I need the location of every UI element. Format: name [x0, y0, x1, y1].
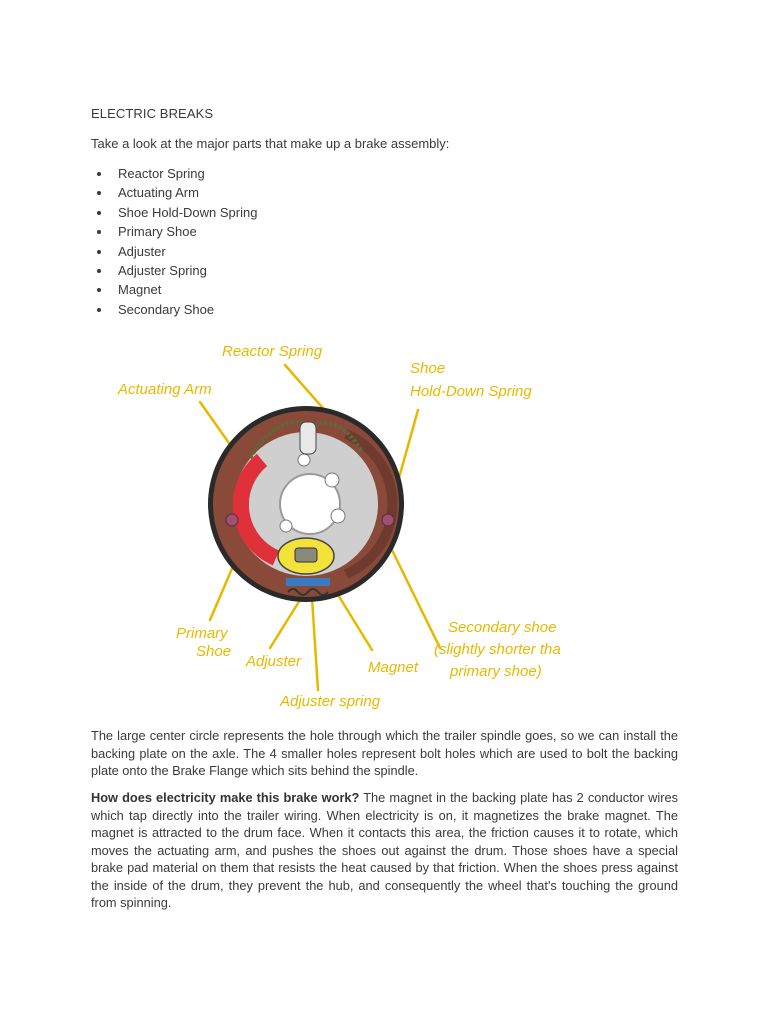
adjuster-spring — [287, 588, 329, 596]
intro-text: Take a look at the major parts that make… — [91, 136, 450, 151]
label-actuating-arm: Actuating Arm — [117, 381, 212, 398]
label-shoe: Shoe — [410, 360, 445, 377]
label-primary: Primary — [176, 625, 229, 642]
leader-secondary-shoe — [390, 548, 442, 650]
adjuster — [286, 578, 330, 586]
list-item: Adjuster Spring — [91, 261, 257, 280]
paragraph-spindle: The large center circle represents the h… — [91, 728, 678, 778]
label-adjuster: Adjuster — [245, 653, 302, 670]
label-primary-shoe: Shoe — [196, 643, 231, 660]
leader-adjuster-spring — [310, 596, 320, 692]
label-reactor-spring: Reactor Spring — [222, 343, 323, 360]
bolt-hole — [279, 519, 293, 533]
list-item: Actuating Arm — [91, 183, 257, 202]
list-item: Adjuster — [91, 242, 257, 261]
bolt-hole — [330, 508, 346, 524]
document-title: ELECTRIC BREAKS — [91, 106, 214, 121]
bolt-hole — [297, 453, 311, 467]
label-secondary-shoe: Secondary shoe — [448, 619, 556, 636]
paragraph-rest: The magnet in the backing plate has 2 co… — [91, 790, 678, 910]
parts-list: Reactor Spring Actuating Arm Shoe Hold-D… — [91, 164, 257, 319]
brake-assembly-diagram: Reactor Spring Actuating Arm Shoe Hold-D… — [100, 330, 560, 720]
list-item: Secondary Shoe — [91, 300, 257, 319]
list-item: Shoe Hold-Down Spring — [91, 203, 257, 222]
brake-diagram-svg: Reactor Spring Actuating Arm Shoe Hold-D… — [117, 343, 560, 710]
hold-down-pin — [225, 513, 239, 527]
label-secondary-note2: primary shoe) — [449, 663, 542, 680]
paragraph-bold-lead: How does electricity make this brake wor… — [91, 790, 360, 805]
bolt-hole — [324, 472, 340, 488]
secondary-shoe — [343, 429, 398, 579]
label-secondary-note1: (slightly shorter than — [434, 641, 560, 658]
label-adjuster-spring: Adjuster spring — [279, 693, 381, 710]
list-item: Magnet — [91, 280, 257, 299]
list-item: Primary Shoe — [91, 222, 257, 241]
anchor-post — [299, 421, 317, 455]
label-hold-down-spring: Hold-Down Spring — [410, 383, 532, 400]
list-item: Reactor Spring — [91, 164, 257, 183]
spindle-hole — [279, 473, 341, 535]
hold-down-pin — [381, 513, 395, 527]
paragraph-electricity: How does electricity make this brake wor… — [91, 789, 678, 912]
magnet-core — [294, 547, 318, 563]
label-magnet: Magnet — [368, 659, 419, 676]
actuating-arm — [232, 453, 280, 566]
